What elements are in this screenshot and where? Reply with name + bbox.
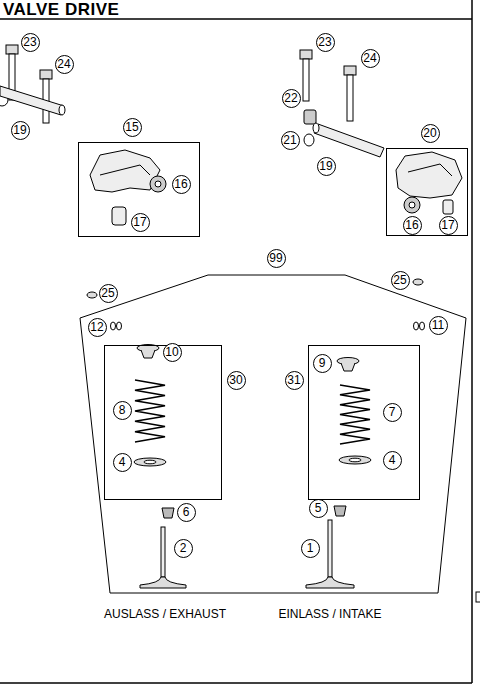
callout-number: 17	[131, 213, 150, 232]
callout-number: 31	[285, 371, 304, 390]
callout-number: 16	[172, 175, 191, 194]
callout-number: 25	[99, 284, 118, 303]
callout-number: 9	[313, 354, 332, 373]
callout-number: 7	[383, 403, 402, 422]
callout-number: 11	[429, 316, 448, 335]
valve-set-outline-shape	[78, 245, 470, 597]
spring-set-box: 301084	[104, 345, 222, 500]
view-label: AUSLASS / EXHAUST	[102, 607, 228, 621]
page-title: VALVE DRIVE	[3, 0, 119, 20]
callout-number: 25	[391, 271, 410, 290]
callout-number: 22	[282, 89, 301, 108]
part-group-box: 151617	[78, 142, 200, 237]
callout-number: 19	[11, 121, 30, 140]
callout-number: 1	[301, 539, 320, 558]
callout-number: 4	[383, 451, 402, 470]
callout-number: 99	[267, 249, 286, 268]
callout-number: 17	[439, 216, 458, 235]
callout-number: 23	[316, 33, 335, 52]
callout-number: 12	[88, 318, 107, 337]
callout-number: 16	[403, 216, 422, 235]
callout-number: 24	[55, 55, 74, 74]
callout-number: 20	[421, 124, 440, 143]
callout-number: 6	[177, 503, 196, 522]
callout-number: 5	[309, 499, 328, 518]
callout-number: 19	[317, 157, 336, 176]
part-group-box: 201617	[386, 148, 468, 236]
callout-number: 10	[163, 343, 182, 362]
callout-number: 21	[281, 131, 300, 150]
view-label: EINLASS / INTAKE	[276, 607, 383, 621]
callout-number: 30	[227, 371, 246, 390]
callout-number: 2	[174, 539, 193, 558]
callout-number: 8	[113, 401, 132, 420]
callout-number: 4	[113, 453, 132, 472]
callout-number: 23	[21, 33, 40, 52]
callout-number: 24	[361, 49, 380, 68]
spring-set-box: 31974	[308, 345, 420, 500]
valve-set-outline: 99 12 11 6 5 2 1 30 10 8 4 31 9 7 4	[78, 245, 470, 597]
callout-number: 15	[123, 118, 142, 137]
